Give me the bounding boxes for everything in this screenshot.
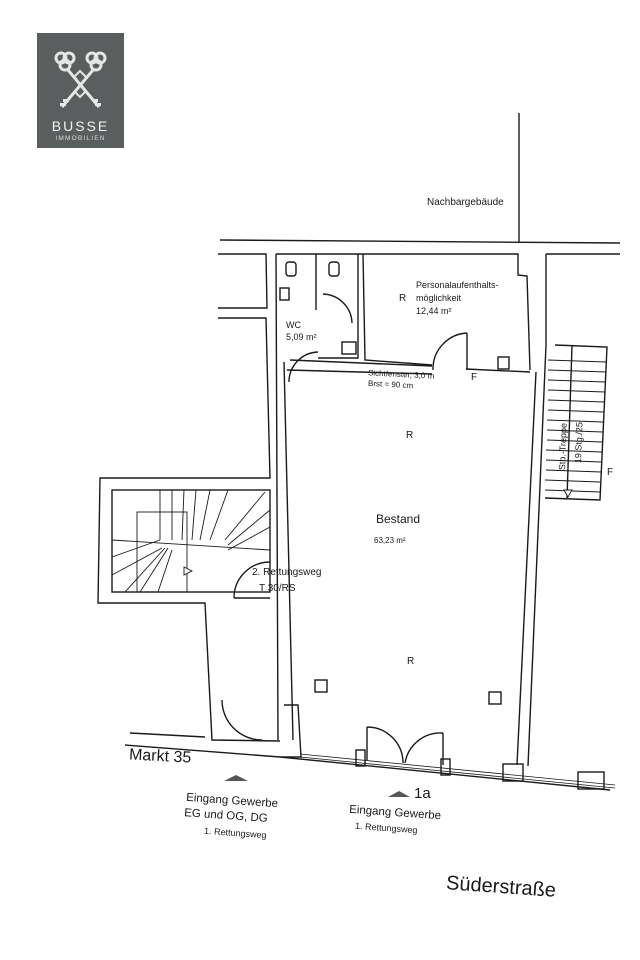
entrance-marker-icon xyxy=(388,791,410,797)
staff-room-wall xyxy=(358,253,531,371)
street-markt-label: Markt 35 xyxy=(128,746,192,767)
wc-wall xyxy=(276,253,359,359)
main-room-marker-top: R xyxy=(406,430,414,441)
column xyxy=(314,679,328,693)
wall-left-block xyxy=(97,317,281,742)
main-room-area: 63,23 m² xyxy=(374,536,406,545)
stair-direction-arrow-icon xyxy=(563,489,573,498)
entrance-marker-icon xyxy=(224,775,248,781)
main-room-name: Bestand xyxy=(376,512,421,526)
main-room-marker-bottom: R xyxy=(407,656,415,667)
sink xyxy=(279,287,290,301)
neighbor-building-label: Nachbargebäude xyxy=(427,197,504,208)
staff-room-name: Personalaufenthalts- xyxy=(416,280,499,290)
staff-room-name-2: möglichkeit xyxy=(416,293,462,303)
stair-label-2: 19 Stg./25 xyxy=(573,421,585,464)
door-swing xyxy=(221,699,263,741)
neighbor-boundary xyxy=(219,239,621,244)
door-swing xyxy=(233,561,271,599)
door-swing xyxy=(366,726,404,764)
wc-area: 5,09 m² xyxy=(286,332,317,342)
staff-room-area: 12,44 m² xyxy=(416,306,452,316)
door-swing xyxy=(404,732,444,764)
logo-title: BUSSE xyxy=(51,118,110,134)
fire-marker: F xyxy=(607,467,614,478)
entrance-right-number: 1a xyxy=(414,785,431,802)
stair-treads-right xyxy=(544,359,607,493)
wall-inner-left xyxy=(275,253,279,741)
facade-line xyxy=(124,744,611,791)
stair-arrow-icon xyxy=(183,566,194,576)
fire-marker: F xyxy=(471,372,478,383)
left-staircase xyxy=(111,489,271,593)
logo-subtitle: IMMOBILIEN xyxy=(55,135,106,142)
right-staircase xyxy=(544,344,608,501)
staff-room-marker: R xyxy=(399,293,407,304)
wall-right-outer xyxy=(516,371,537,766)
toilet xyxy=(285,261,297,277)
wc-name: WC xyxy=(286,320,301,330)
crossed-keys-icon xyxy=(54,51,107,108)
escape-route-2-label: 2. Rettungsweg xyxy=(252,567,322,578)
toilet xyxy=(328,261,340,277)
wall-top-left xyxy=(218,253,268,309)
company-logo: BUSSE IMMOBILIEN xyxy=(37,33,124,148)
door-swing xyxy=(432,332,468,371)
stair-treads xyxy=(111,489,271,593)
door-swing xyxy=(288,351,319,383)
door-swing xyxy=(322,293,353,324)
escape-route-2-rating: T 30/RS xyxy=(259,583,296,594)
stair-label-1: Stb.-Treppe xyxy=(557,422,569,471)
column xyxy=(488,691,502,705)
